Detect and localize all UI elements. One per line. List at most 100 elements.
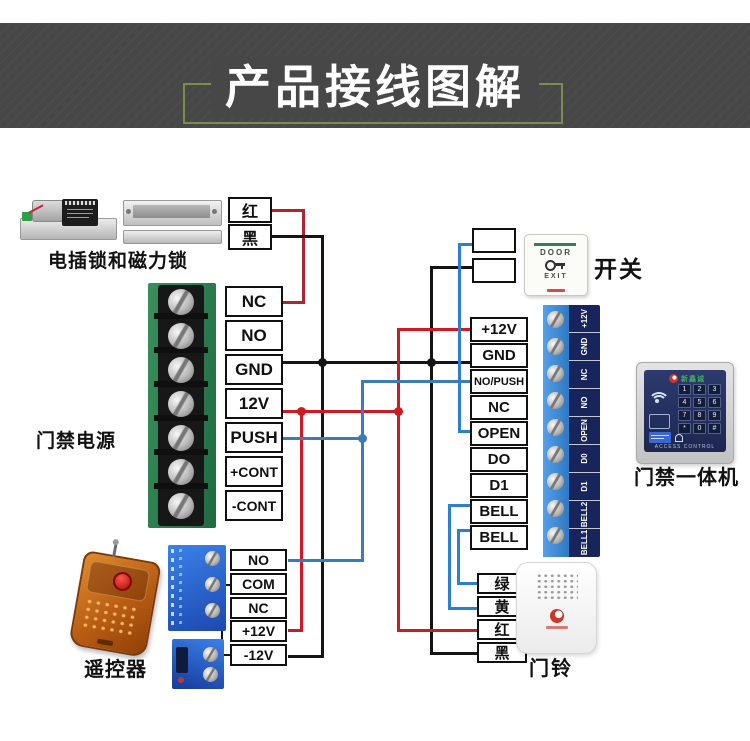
exit-button-photo: DOOR EXIT: [524, 234, 588, 296]
receiver-screw: [203, 647, 218, 662]
wire-bell1-yellow: [448, 504, 451, 610]
pcb-screw: [547, 392, 564, 409]
maglock-screw: [212, 209, 217, 214]
keypad-footer-text: ACCESS CONTROL: [654, 444, 716, 450]
receiver-terminal-nc: NC: [230, 597, 287, 619]
lock-label: 电插锁和磁力锁: [48, 251, 189, 272]
pcb-screw: [547, 338, 564, 355]
psu-terminal-no: NO: [225, 320, 283, 351]
pcb-screw: [547, 527, 564, 544]
keypad-key: 7: [678, 410, 691, 421]
maglock-core: [133, 205, 210, 218]
doorbell-wire-yellow: 黄: [477, 596, 527, 617]
pcb-label: BELL1: [580, 529, 589, 555]
receiver-terminal-no: NO: [230, 549, 287, 571]
keypad-key: #: [708, 423, 721, 434]
pcb-label: NC: [580, 368, 589, 381]
psu-terminal-nc: NC: [225, 286, 283, 317]
receiver-terminal-n12v: -12V: [230, 644, 287, 666]
pcb-label: OPEN: [580, 419, 589, 442]
junction-dot: [394, 407, 403, 416]
bell-icon: [675, 434, 683, 442]
ctrl-terminal-12v: +12V: [470, 317, 528, 342]
brand-logo-icon: [669, 374, 678, 383]
key-icon: [545, 260, 567, 271]
pcb-screw: [547, 419, 564, 436]
wire-push-blue: [283, 437, 364, 440]
doorbell-logo-text: [546, 626, 568, 629]
pcb-label: D1: [580, 481, 589, 492]
exit-brand-mark: [547, 289, 565, 292]
psu-screw: [168, 459, 194, 485]
doorbell-wire-black: 黑: [477, 642, 527, 663]
wire-blue-to-receiver-no: [288, 559, 364, 562]
wire-bell2-green: [457, 529, 470, 532]
keypad-keys: 1 2 3 4 5 6 7 8 9 * 0 #: [678, 384, 724, 438]
pcb-label: GND: [580, 337, 589, 356]
exit-exit-text: EXIT: [544, 273, 568, 280]
junction-dot: [297, 407, 306, 416]
ctrl-terminal-nc: NC: [470, 395, 528, 420]
wire-exit-blue: [458, 243, 461, 433]
wire-exit-black: [430, 266, 433, 655]
keypad-key: 3: [708, 384, 721, 395]
remote-antenna: [112, 543, 118, 558]
exit-terminal-1: [472, 228, 516, 253]
wire-black-to-receiver: [288, 655, 324, 658]
psu-screw: [168, 289, 194, 315]
receiver-terminal-p12v: +12V: [230, 620, 287, 642]
remote-key-area: [79, 596, 141, 641]
keypad-key: 0: [693, 423, 706, 434]
receiver-screw: [205, 603, 220, 618]
exit-green-line: [534, 243, 576, 246]
psu-screw: [168, 323, 194, 349]
wire-red-to-doorbell: [397, 629, 477, 632]
psu-screw: [168, 391, 194, 417]
keypad-key: 2: [693, 384, 706, 395]
lock-photo: [20, 188, 222, 248]
doorbell-wire-red: 红: [477, 619, 527, 640]
wire-red-to-receiver: [288, 629, 303, 632]
psu-terminal-12v: 12V: [225, 388, 283, 419]
wire-bell2-green: [457, 529, 460, 585]
wire-blue-to-open: [458, 430, 470, 433]
pcb-label: D0: [580, 453, 589, 464]
lock-wire-tag-black: 黑: [228, 224, 272, 250]
maglock-armature: [123, 230, 222, 244]
pcb-screw: [547, 446, 564, 463]
pcb-label: +12V: [580, 309, 589, 328]
wire-gnd-bus: [283, 361, 470, 364]
pcb-screw: [547, 473, 564, 490]
keypad-key: 4: [678, 397, 691, 408]
keypad-key: 1: [678, 384, 691, 395]
bolt-lock-spec-label: [62, 199, 98, 226]
psu-screw: [168, 357, 194, 383]
keypad-photo: 新鑫诚 1 2 3 4 5 6 7 8 9 *: [636, 362, 734, 464]
keypad-key: 8: [693, 410, 706, 421]
pcb-screw: [547, 365, 564, 382]
psu-terminal-pcont: +CONT: [225, 456, 283, 487]
title-banner: 产品接线图解: [0, 23, 750, 128]
pcb-screw: [547, 311, 564, 328]
doorbell-speaker-holes: [536, 573, 578, 599]
doorbell-label: 门铃: [529, 658, 573, 680]
keypad-face: 新鑫诚 1 2 3 4 5 6 7 8 9 *: [644, 370, 726, 452]
keypad-key: 9: [708, 410, 721, 421]
wire-black-to-doorbell: [430, 652, 477, 655]
card-outline-icon: [649, 414, 670, 429]
junction-dot: [318, 358, 327, 367]
psu-screw: [168, 493, 194, 519]
wire-exit-black: [430, 266, 472, 269]
ctrl-terminal-gnd: GND: [470, 343, 528, 368]
receiver-terminal-com: COM: [230, 573, 287, 595]
junction-dot: [358, 434, 367, 443]
wire-lock-red: [272, 209, 305, 212]
controller-label: 门禁一体机: [634, 467, 739, 489]
exit-button-label: 开关: [594, 256, 644, 282]
ctrl-terminal-do: DO: [470, 447, 528, 472]
receiver-screw: [203, 667, 218, 682]
remote-label: 遥控器: [84, 659, 147, 681]
psu-label: 门禁电源: [36, 431, 117, 452]
junction-dot: [427, 358, 436, 367]
page-title: 产品接线图解: [211, 56, 539, 118]
